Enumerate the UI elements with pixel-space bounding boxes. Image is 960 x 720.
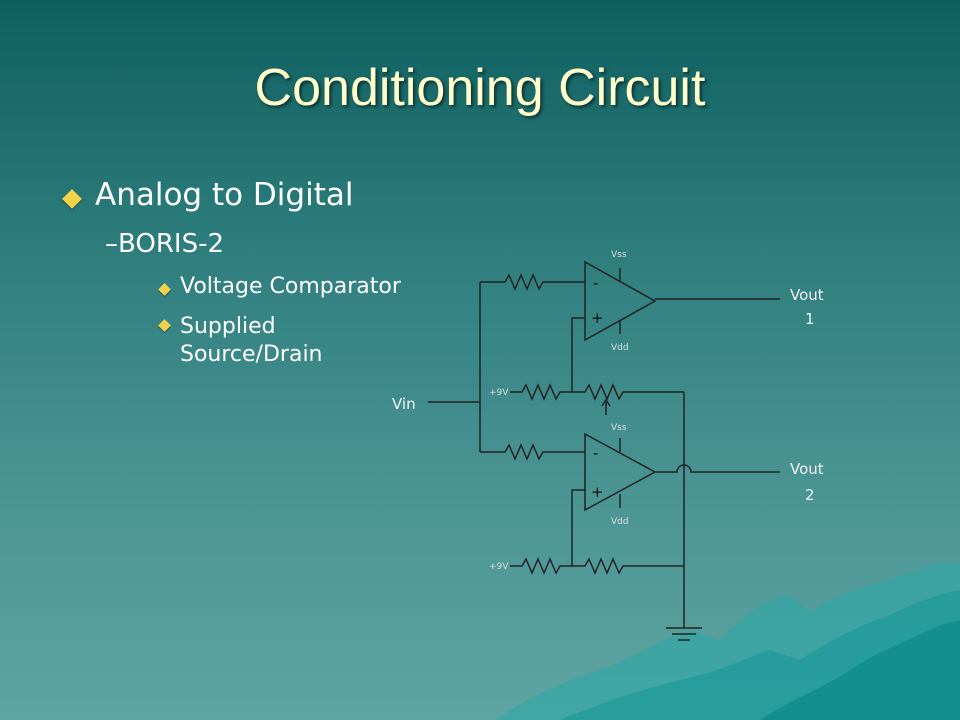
vout2-label-a: Vout (790, 460, 824, 478)
resistor-bottom-input (480, 443, 585, 461)
ground-icon (666, 627, 702, 641)
bullet-line-1: Supplied (180, 314, 276, 339)
vss1-label: Vss (611, 250, 627, 260)
vdd1-label: Vdd (611, 343, 629, 353)
opamp2-plus-wire (571, 489, 585, 566)
vout2-wire-crossover (655, 464, 780, 473)
bullet-line-2: Source/Drain (180, 342, 323, 367)
bullet-level2: –BORIS-2 (105, 229, 225, 259)
bullet-level3-supplied: Supplied Source/Drain (180, 313, 323, 369)
slide-title: Conditioning Circuit (254, 59, 706, 117)
resistor-top-input (480, 273, 585, 291)
bullet-level3-comparator: Voltage Comparator (180, 274, 401, 299)
divider1-resistors (510, 383, 684, 401)
vin-label: Vin (392, 395, 416, 413)
divider2-resistors (510, 557, 684, 575)
opamp2-minus-sign: - (593, 444, 598, 462)
opamp1-plus-sign: + (591, 309, 604, 327)
opamp2-plus-sign: + (591, 483, 604, 501)
vout2-label-b: 2 (805, 486, 815, 504)
vdd2-label: Vdd (611, 517, 629, 527)
supply1-label: +9V (489, 388, 509, 398)
vss2-label: Vss (611, 423, 627, 433)
bullet-level1: Analog to Digital (95, 177, 354, 213)
vout1-label-b: 1 (805, 310, 815, 328)
vout1-label-a: Vout (790, 286, 824, 304)
opamp1-plus-wire (571, 317, 585, 392)
supply2-label: +9V (489, 562, 509, 572)
potentiometer-arrow-icon (601, 398, 611, 415)
opamp1-minus-sign: - (593, 274, 598, 292)
op-amp-2 (584, 432, 657, 512)
